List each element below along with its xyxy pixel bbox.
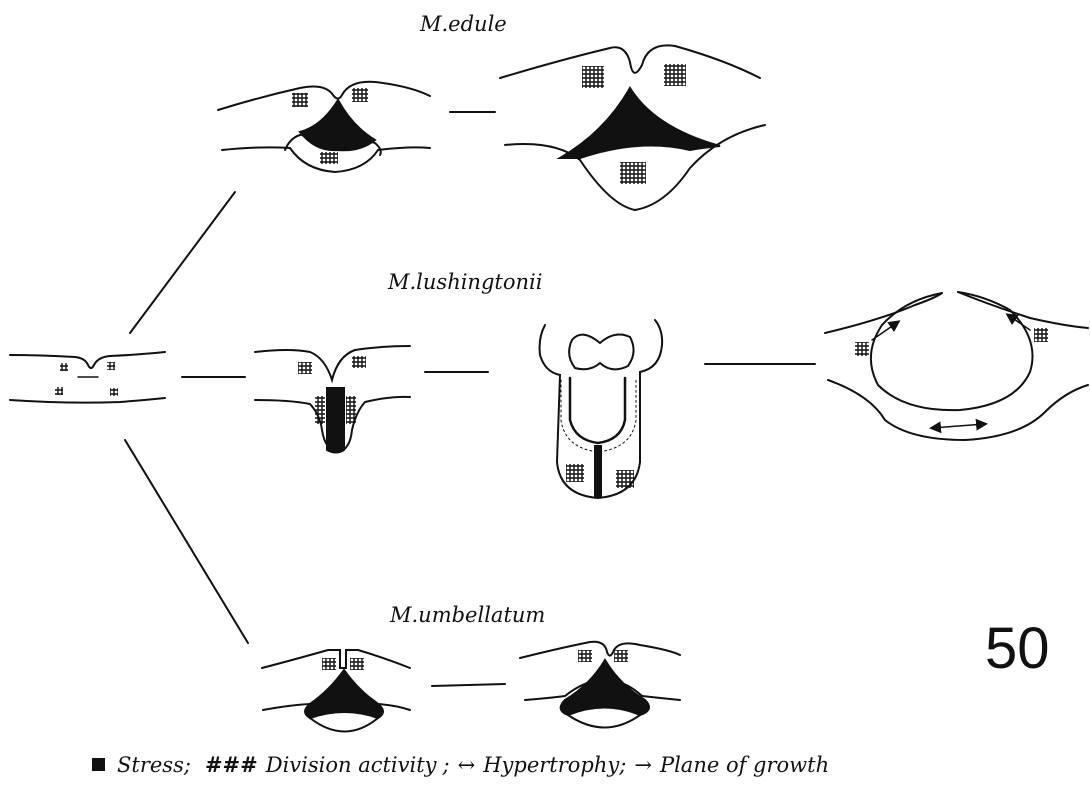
connector-to-umbellatum <box>125 440 248 643</box>
legend-division-label: Division activity <box>266 753 437 777</box>
lushingtonii-stage-3 <box>825 292 1088 440</box>
developmental-diagram <box>0 0 1090 745</box>
double-arrow-icon: ↔ <box>458 753 476 777</box>
legend-stress-label: Stress <box>117 753 184 777</box>
umbellatum-stage-2 <box>520 642 680 728</box>
legend-separator-1: ; <box>184 753 191 777</box>
lushingtonii-stage-1 <box>255 346 410 453</box>
legend-hypertrophy-label: Hypertrophy <box>483 753 619 777</box>
umbellatum-stage-1 <box>262 650 410 732</box>
legend-separator-2: ; <box>443 753 450 777</box>
lushingtonii-stage-2 <box>540 320 663 498</box>
division-symbol-icon: ### <box>205 752 258 777</box>
legend-plane-label: Plane of growth <box>660 753 829 777</box>
legend-separator-3: ; <box>619 753 626 777</box>
initial-state <box>10 352 165 403</box>
edule-stage-1 <box>218 82 430 172</box>
edule-stage-2 <box>500 45 765 210</box>
connector-to-edule <box>130 192 235 333</box>
arrow-icon: → <box>634 753 652 777</box>
connector-umbellatum-stages <box>432 684 505 686</box>
stress-symbol-icon <box>92 758 105 771</box>
legend: Stress ; ### Division activity ; ↔ Hyper… <box>92 752 829 777</box>
